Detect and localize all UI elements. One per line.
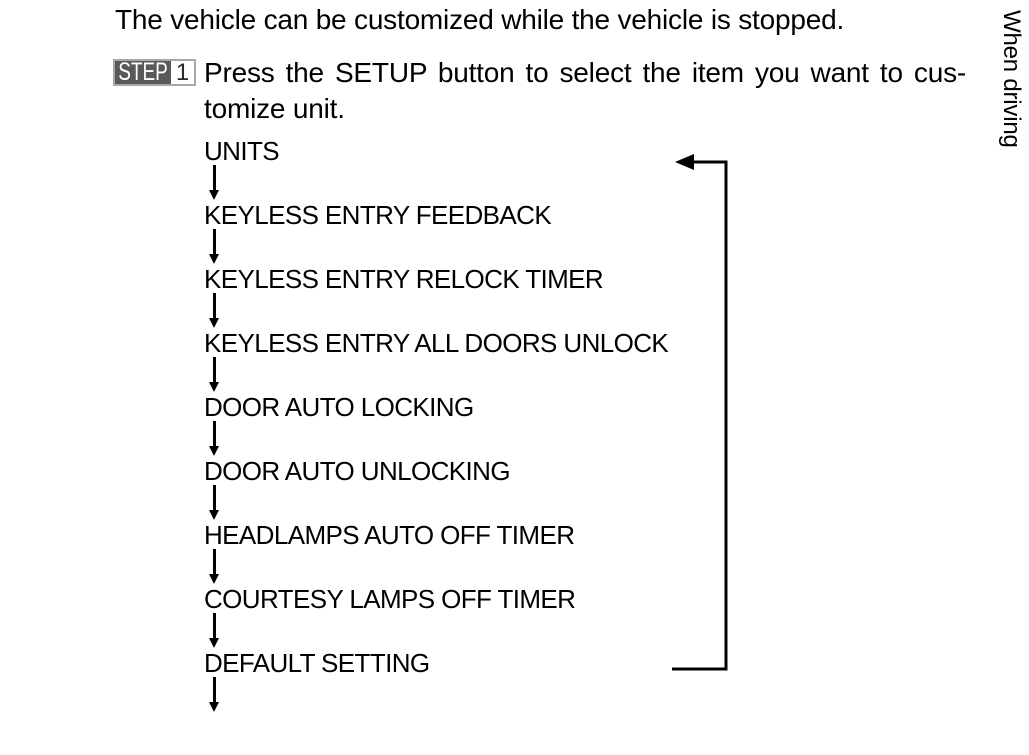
flow-item: COURTESY LAMPS OFF TIMER [204, 585, 764, 649]
flow-item: DEFAULT SETTING [204, 649, 764, 713]
flow-item-label: KEYLESS ENTRY ALL DOORS UNLOCK [204, 328, 669, 358]
flow-item-label: UNITS [204, 136, 280, 166]
down-arrow-icon [204, 329, 226, 393]
step-badge: STEP 1 [113, 59, 196, 86]
flow-item-label: DOOR AUTO UNLOCKING [204, 456, 511, 486]
down-arrow-icon [204, 457, 226, 521]
flow-item-label: DEFAULT SETTING [204, 648, 430, 678]
intro-text: The vehicle can be customized while the … [115, 4, 845, 35]
down-arrow-icon [204, 585, 226, 649]
step-badge-label: STEP [118, 61, 168, 84]
down-arrow-icon [204, 201, 226, 265]
section-tab-label: When driving [998, 10, 1025, 148]
flow-item-label: KEYLESS ENTRY RELOCK TIMER [204, 264, 604, 294]
flow-item: KEYLESS ENTRY RELOCK TIMER [204, 265, 764, 329]
step-badge-number: 1 [171, 60, 194, 84]
flow-item-label: KEYLESS ENTRY FEEDBACK [204, 200, 552, 230]
flow-item: UNITS [204, 137, 764, 201]
flow-item-label: DOOR AUTO LOCKING [204, 392, 474, 422]
flow-item: HEADLAMPS AUTO OFF TIMER [204, 521, 764, 585]
flow-item-label: COURTESY LAMPS OFF TIMER [204, 584, 576, 614]
down-arrow-icon [204, 521, 226, 585]
down-arrow-icon [204, 265, 226, 329]
flow-item: KEYLESS ENTRY FEEDBACK [204, 201, 764, 265]
step-badge-label-box: STEP [115, 61, 171, 84]
flow-item: DOOR AUTO UNLOCKING [204, 457, 764, 521]
flow-item: KEYLESS ENTRY ALL DOORS UNLOCK [204, 329, 764, 393]
step-instruction-line1: Press the SETUP button to select the ite… [204, 57, 966, 88]
down-arrow-icon [204, 393, 226, 457]
down-arrow-icon [204, 649, 226, 713]
step-instruction-line2: tomize unit. [204, 93, 345, 124]
flow-item: DOOR AUTO LOCKING [204, 393, 764, 457]
setup-menu-flowchart: UNITS KEYLESS ENTRY FEEDBACK KEYLESS ENT… [204, 137, 764, 717]
flow-item-label: HEADLAMPS AUTO OFF TIMER [204, 520, 575, 550]
down-arrow-icon [204, 137, 226, 201]
